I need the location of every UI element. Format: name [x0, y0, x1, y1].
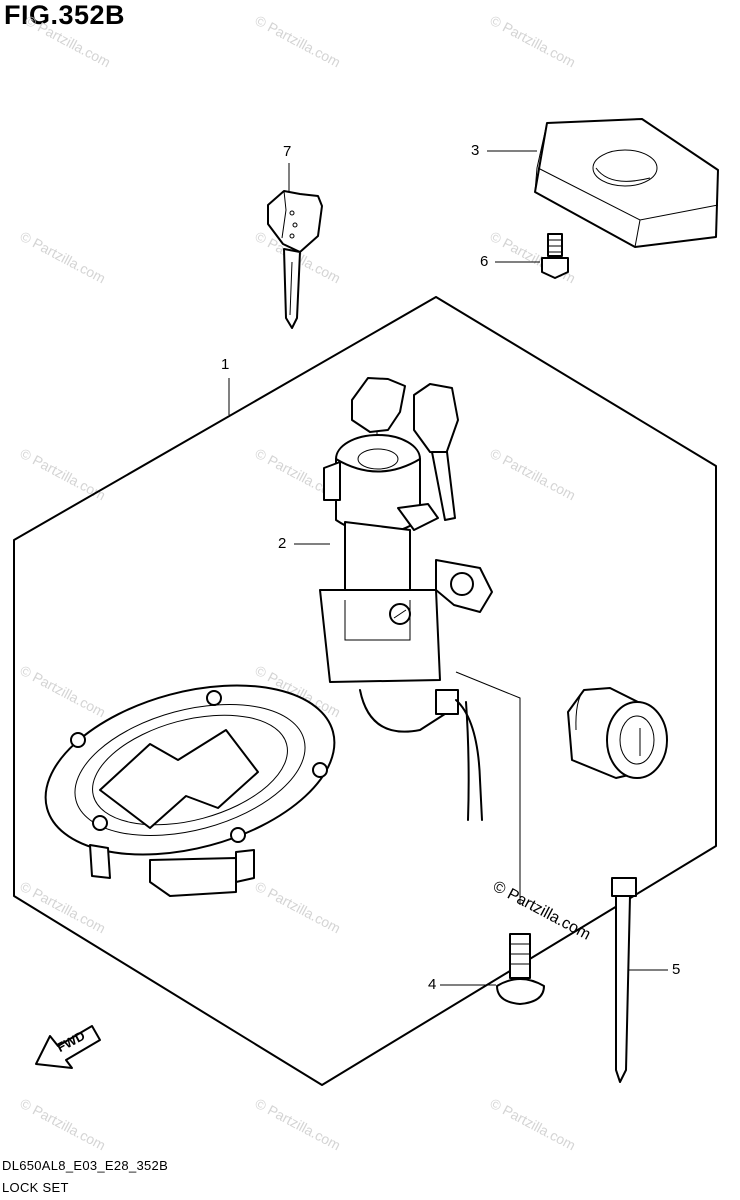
figure-caption: LOCK SET [2, 1180, 69, 1195]
fuel-cap-icon [44, 684, 336, 897]
figure-code: DL650AL8_E03_E28_352B [2, 1158, 169, 1173]
callout-7: 7 [283, 143, 292, 160]
ignition-switch-icon [294, 377, 493, 821]
lock-cylinder-icon [567, 687, 668, 779]
lock-set-frame [13, 296, 717, 1086]
callout-3: 3 [471, 142, 480, 159]
seat-lock-cap-icon [487, 118, 719, 248]
fwd-arrow-icon [35, 1025, 101, 1069]
callout-6: 6 [480, 253, 489, 270]
cable-tie-icon [611, 877, 668, 1083]
callout-2: 2 [278, 535, 287, 552]
callout-5: 5 [672, 961, 681, 978]
callout-1: 1 [221, 356, 230, 373]
key-blank-icon [267, 163, 323, 329]
bolt-icon [495, 233, 569, 279]
screw-icon [440, 933, 545, 1005]
callout-4: 4 [428, 976, 437, 993]
figure-title: FIG.352B [4, 0, 126, 30]
